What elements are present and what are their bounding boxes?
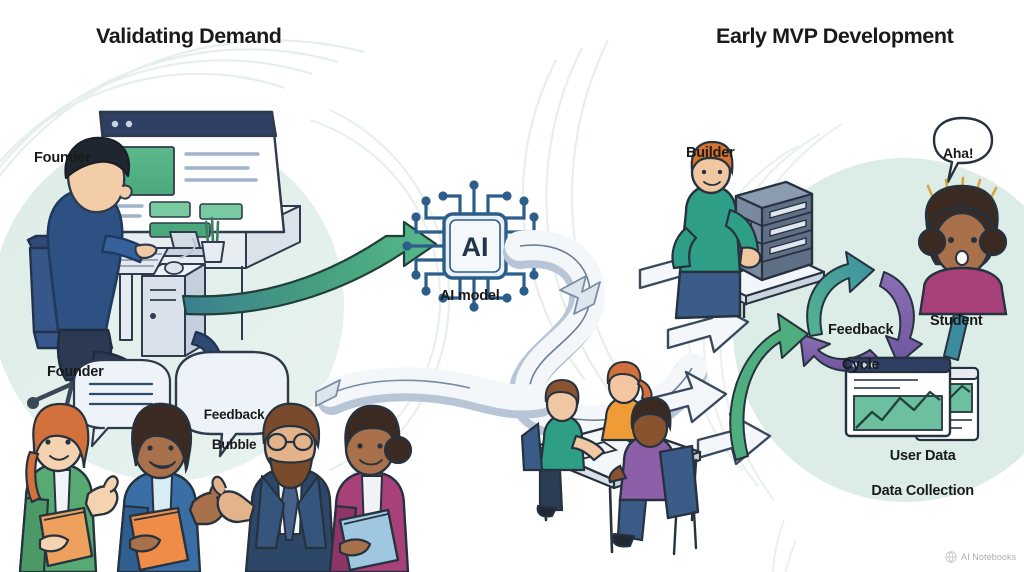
spiral-logo-icon bbox=[945, 551, 957, 563]
watermark-text: AI Notebooks bbox=[961, 552, 1017, 562]
heading-validating-demand: Validating Demand bbox=[96, 24, 282, 48]
feedback-cycle-line1: Feedback bbox=[828, 321, 894, 338]
label-user-data: User Data Data Collection bbox=[855, 430, 975, 518]
label-builder: Builder bbox=[686, 145, 735, 161]
label-founder-top: Founder bbox=[34, 150, 91, 166]
watermark: AI Notebooks bbox=[945, 551, 1016, 563]
label-founder-bottom: Founder bbox=[47, 364, 104, 380]
feedback-cycle-line2: Cycle bbox=[841, 357, 880, 374]
label-feedback-bubble: Feedback Bubble bbox=[188, 392, 266, 468]
label-ai-model: AI model bbox=[440, 288, 500, 304]
user-data-line1: User Data bbox=[889, 447, 956, 464]
user-data-line2: Data Collection bbox=[871, 483, 974, 500]
label-aha-bubble: Aha! bbox=[943, 145, 974, 161]
label-student: Student bbox=[930, 313, 983, 329]
feedback-bubble-line1: Feedback bbox=[203, 407, 265, 423]
feedback-bubble-line2: Bubble bbox=[211, 437, 257, 453]
heading-early-mvp-development: Early MVP Development bbox=[716, 24, 954, 48]
label-feedback-cycle: Feedback Cycle bbox=[812, 304, 894, 392]
svg-text:AI: AI bbox=[462, 232, 489, 262]
